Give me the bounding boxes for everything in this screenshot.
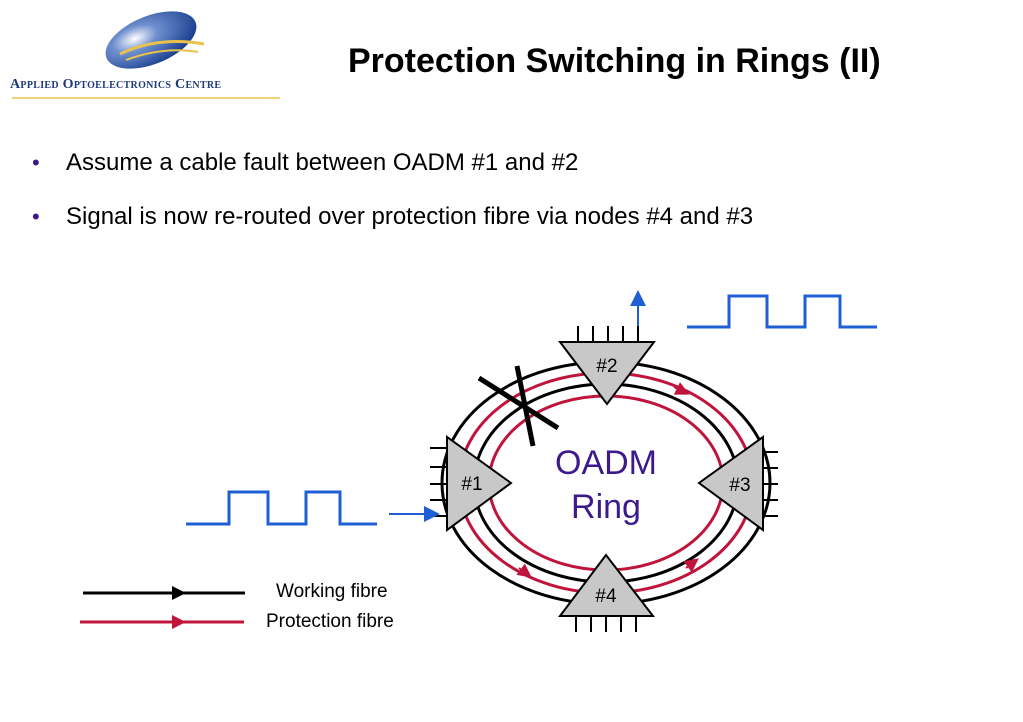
node-label: #4 [595, 586, 617, 607]
legend-working-label: Working fibre [276, 581, 388, 602]
bullet-dot-icon: • [32, 150, 40, 175]
logo-text: Applied Optoelectronics Centre [10, 77, 222, 92]
node-label: #3 [729, 475, 750, 496]
ring-label-line2: Ring [571, 488, 641, 526]
node-3: #3 [697, 435, 778, 532]
bullet-item: • Assume a cable fault between OADM #1 an… [30, 148, 753, 178]
page-title: Protection Switching in Rings (II) [348, 42, 881, 80]
bullet-dot-icon: • [32, 204, 40, 229]
bullet-item: • Signal is now re-routed over protection… [30, 202, 753, 232]
node-label: #2 [596, 356, 617, 377]
bullet-text: Assume a cable fault between OADM #1 and… [66, 149, 579, 176]
output-signal-waveform [687, 294, 877, 329]
bullet-text: Signal is now re-routed over protection … [66, 203, 754, 230]
protection-arrow [683, 558, 699, 573]
protection-arrow [516, 563, 532, 578]
logo [8, 6, 288, 110]
protection-arrow [673, 382, 690, 395]
ring-label-line1: OADM [555, 444, 657, 482]
node-4: #4 [557, 553, 656, 632]
input-signal-waveform [186, 490, 377, 526]
fault-mark [514, 365, 536, 447]
fault-mark [477, 375, 560, 431]
node-2: #2 [557, 326, 657, 406]
node-label: #1 [461, 474, 482, 495]
logo-graphic [12, 11, 280, 99]
bullet-list: • Assume a cable fault between OADM #1 an… [30, 148, 753, 256]
legend-protection-label: Protection fibre [266, 611, 394, 632]
protection-ring-inner [487, 394, 725, 572]
